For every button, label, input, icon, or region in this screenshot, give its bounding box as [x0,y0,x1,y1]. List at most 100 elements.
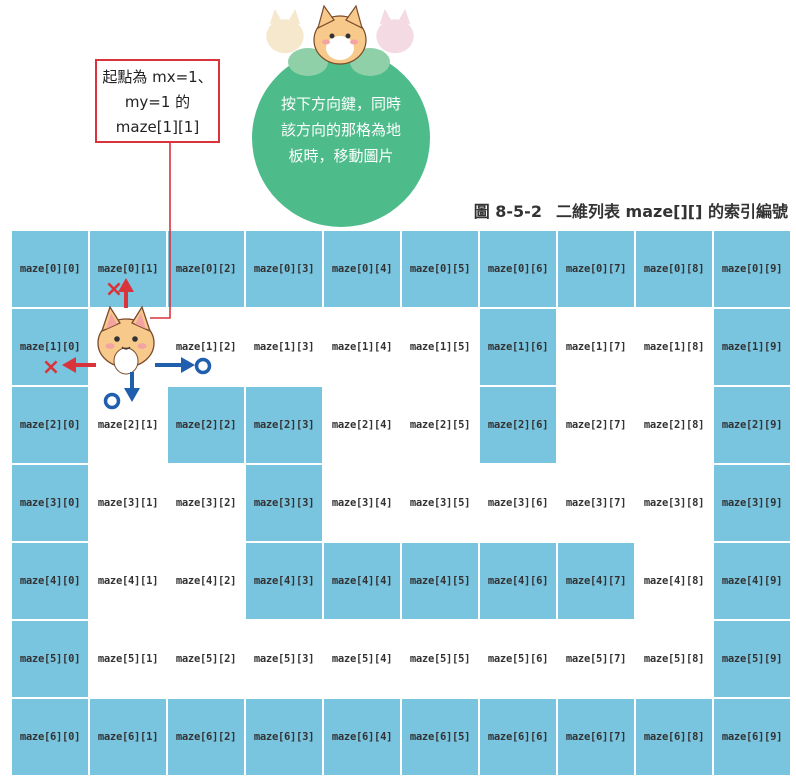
maze-cell-2-8: maze[2][8] [635,386,713,464]
callout-line-1: 起點為 mx=1、 [102,68,213,86]
bubble-line-2: 該方向的那格為地 [280,121,401,139]
maze-cell-5-3: maze[5][3] [245,620,323,698]
callout-line-2: my=1 的 [124,93,191,111]
maze-cell-label: maze[0][0] [19,263,81,275]
maze-cell-5-9: maze[5][9] [713,620,791,698]
maze-cell-5-2: maze[5][2] [167,620,245,698]
maze-cell-4-8: maze[4][8] [635,542,713,620]
maze-cell-label: maze[1][5] [409,341,471,353]
maze-cell-6-5: maze[6][5] [401,698,479,776]
maze-cell-label: maze[6][9] [721,731,783,743]
maze-cell-label: maze[1][7] [565,341,627,353]
maze-cell-1-0: maze[1][0] [11,308,89,386]
maze-cell-label: maze[3][7] [565,497,627,509]
maze-cell-6-0: maze[6][0] [11,698,89,776]
maze-cell-3-1: maze[3][1] [89,464,167,542]
maze-cell-label: maze[2][4] [331,419,393,431]
maze-cell-1-4: maze[1][4] [323,308,401,386]
maze-cell-label: maze[0][7] [565,263,627,275]
maze-cell-6-9: maze[6][9] [713,698,791,776]
hint-bubble: 按下方向鍵，同時 該方向的那格為地 板時，移動圖片 [252,49,430,227]
maze-cell-5-1: maze[5][1] [89,620,167,698]
maze-cell-label: maze[5][8] [643,653,705,665]
maze-cell-label: maze[6][0] [19,731,81,743]
maze-cell-0-8: maze[0][8] [635,230,713,308]
maze-cell-label: maze[5][1] [97,653,159,665]
maze-cell-5-5: maze[5][5] [401,620,479,698]
maze-cell-3-0: maze[3][0] [11,464,89,542]
maze-cell-label: maze[1][8] [643,341,705,353]
maze-cell-6-3: maze[6][3] [245,698,323,776]
maze-cell-0-2: maze[0][2] [167,230,245,308]
maze-cell-4-7: maze[4][7] [557,542,635,620]
maze-cell-1-1 [89,308,167,386]
maze-cell-label: maze[5][4] [331,653,393,665]
maze-cell-1-7: maze[1][7] [557,308,635,386]
maze-cell-0-7: maze[0][7] [557,230,635,308]
maze-cell-label: maze[6][5] [409,731,471,743]
maze-cell-label: maze[3][9] [721,497,783,509]
maze-cell-label: maze[2][8] [643,419,705,431]
maze-cell-5-6: maze[5][6] [479,620,557,698]
maze-cell-label: maze[5][3] [253,653,315,665]
figure-number: 圖 8-5-2 [473,202,542,221]
maze-cell-3-9: maze[3][9] [713,464,791,542]
maze-cell-4-6: maze[4][6] [479,542,557,620]
maze-cell-label: maze[3][2] [175,497,237,509]
bubble-line-1: 按下方向鍵，同時 [280,95,401,113]
maze-cell-3-4: maze[3][4] [323,464,401,542]
maze-cell-1-3: maze[1][3] [245,308,323,386]
maze-grid: maze[0][0] maze[0][1] maze[0][2]maze[0][3]… [11,230,791,776]
maze-cell-1-5: maze[1][5] [401,308,479,386]
maze-cell-2-5: maze[2][5] [401,386,479,464]
callout-line-3: maze[1][1] [115,118,200,136]
maze-cell-label: maze[3][0] [19,497,81,509]
maze-cell-label: maze[4][6] [487,575,549,587]
maze-cell-label: maze[5][7] [565,653,627,665]
maze-cell-label: maze[0][8] [643,263,705,275]
maze-cell-label: maze[0][5] [409,263,471,275]
maze-cell-label: maze[1][6] [487,341,549,353]
maze-cell-3-2: maze[3][2] [167,464,245,542]
maze-cell-4-0: maze[4][0] [11,542,89,620]
maze-cell-6-4: maze[6][4] [323,698,401,776]
maze-cell-3-8: maze[3][8] [635,464,713,542]
maze-cell-1-8: maze[1][8] [635,308,713,386]
maze-cell-label: maze[5][2] [175,653,237,665]
maze-cell-label: maze[6][1] [97,731,159,743]
maze-cell-4-1: maze[4][1] [89,542,167,620]
maze-cell-4-4: maze[4][4] [323,542,401,620]
maze-cell-label: maze[2][6] [487,419,549,431]
maze-cell-label: maze[2][0] [19,419,81,431]
maze-cell-2-7: maze[2][7] [557,386,635,464]
maze-cell-label: maze[6][6] [487,731,549,743]
maze-cell-label: maze[5][6] [487,653,549,665]
maze-cell-label: maze[3][5] [409,497,471,509]
maze-cell-label: maze[1][2] [175,341,237,353]
maze-cell-2-1: maze[2][1] [89,386,167,464]
maze-cell-2-0: maze[2][0] [11,386,89,464]
maze-cell-2-4: maze[2][4] [323,386,401,464]
maze-cell-label: maze[2][5] [409,419,471,431]
maze-cell-3-6: maze[3][6] [479,464,557,542]
maze-cell-2-9: maze[2][9] [713,386,791,464]
maze-cell-1-2: maze[1][2] [167,308,245,386]
maze-cell-label: maze[2][1] [97,419,159,431]
maze-cell-0-3: maze[0][3] [245,230,323,308]
maze-cell-label: maze[2][3] [253,419,315,431]
maze-cell-4-2: maze[4][2] [167,542,245,620]
maze-cell-label: maze[2][2] [175,419,237,431]
start-point-callout: 起點為 mx=1、 my=1 的 maze[1][1] [95,59,220,143]
maze-cell-label: maze[0][6] [487,263,549,275]
maze-cell-4-3: maze[4][3] [245,542,323,620]
maze-cell-5-4: maze[5][4] [323,620,401,698]
maze-cell-2-2: maze[2][2] [167,386,245,464]
maze-cell-3-3: maze[3][3] [245,464,323,542]
maze-cell-label: maze[5][0] [19,653,81,665]
maze-cell-label: maze[4][0] [19,575,81,587]
maze-cell-label: maze[1][9] [721,341,783,353]
maze-cell-label: maze[2][9] [721,419,783,431]
maze-cell-2-3: maze[2][3] [245,386,323,464]
maze-cell-label: maze[0][1] [97,263,159,275]
maze-cell-6-1: maze[6][1] [89,698,167,776]
